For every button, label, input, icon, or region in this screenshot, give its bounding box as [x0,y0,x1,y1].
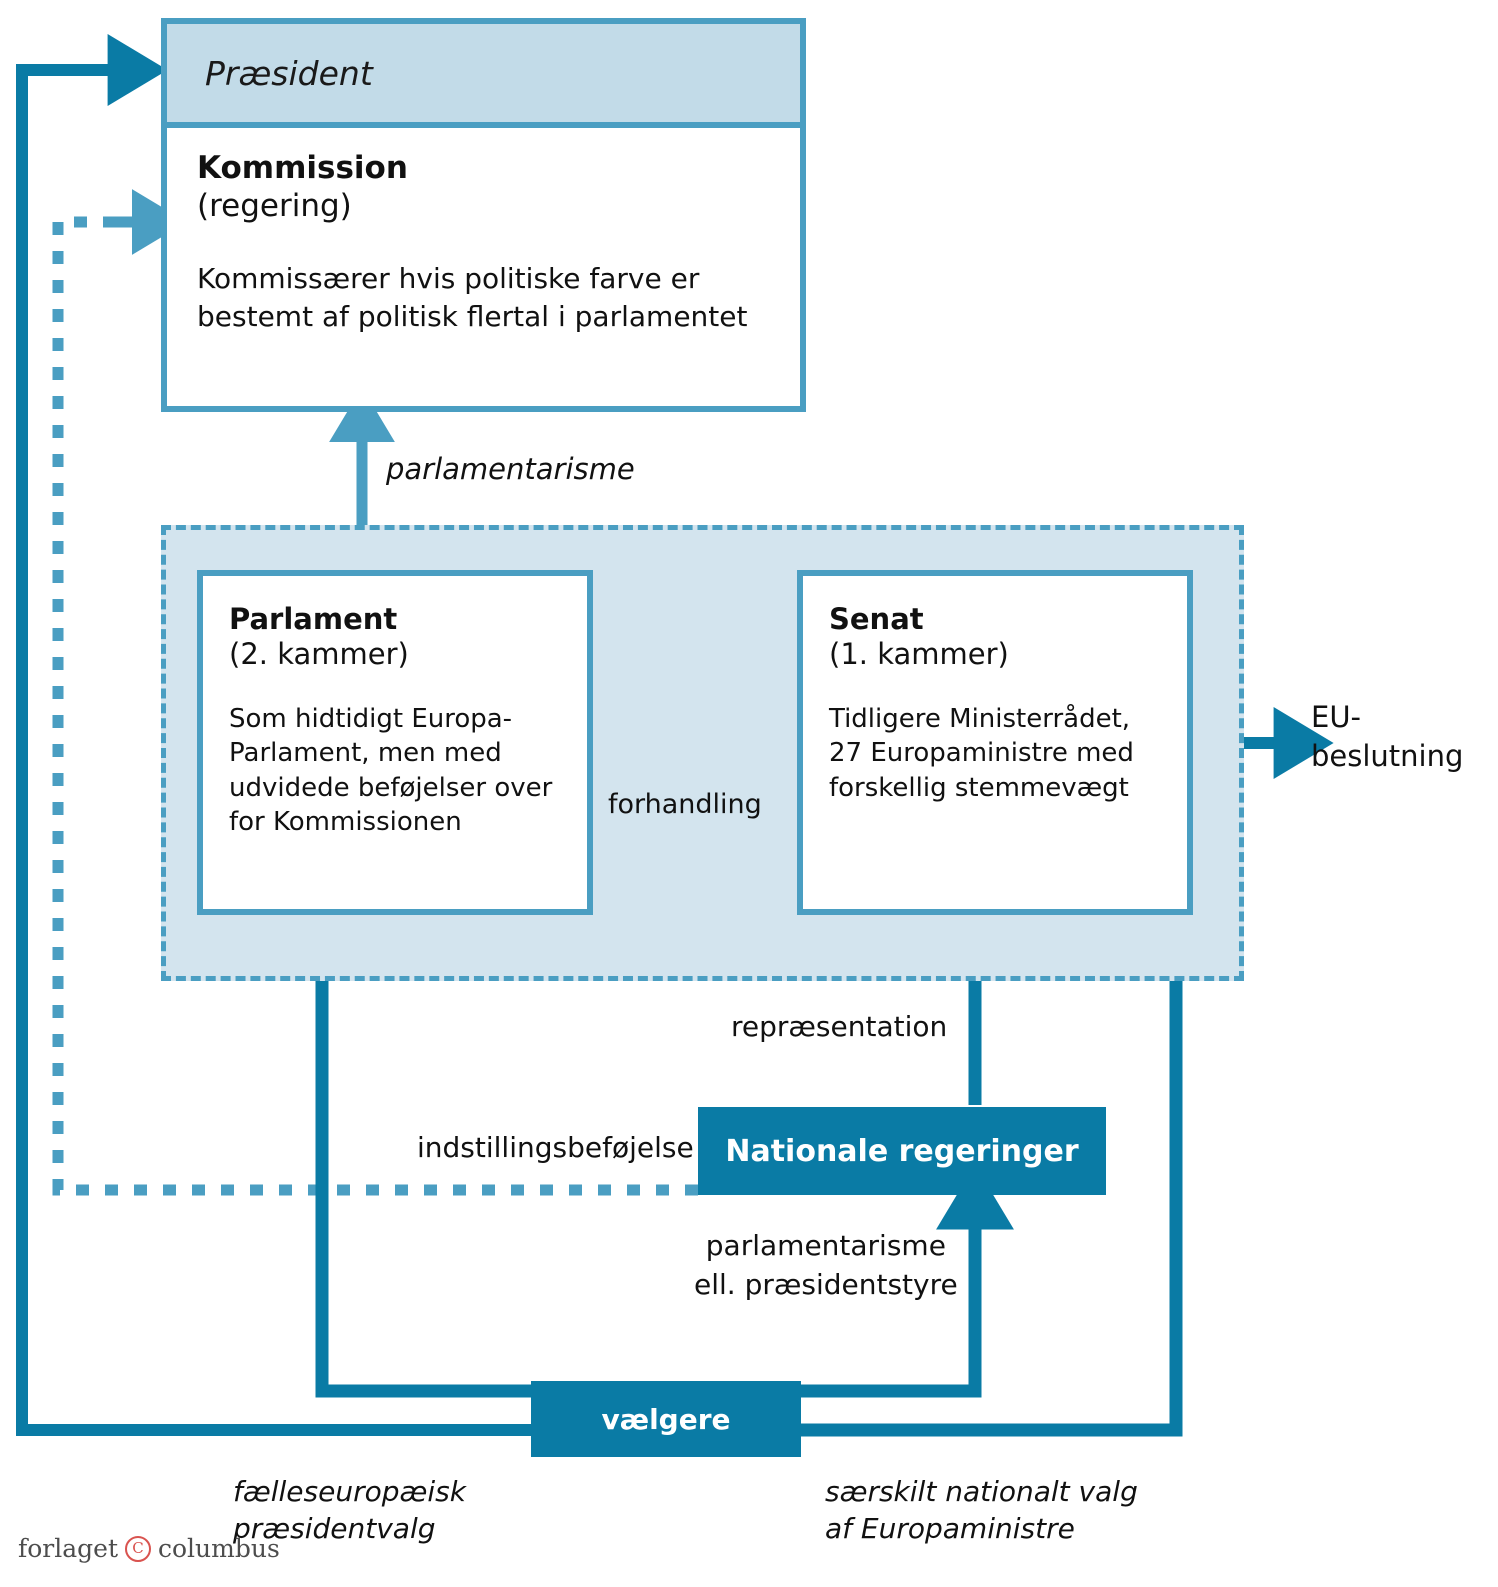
praesident-label: Præsident [205,53,373,93]
nationale-regeringer-box: Nationale regeringer [698,1107,1106,1195]
senat-subtitle: (1. kammer) [829,636,1009,671]
kommission-body: Kommission (regering) Kommissærer hvis p… [167,128,800,337]
label-parlamentarisme-ell-praesidentstyre: parlamentarisme ell. præsidentstyre [694,1229,958,1301]
label-saerskilt-nationalt-valg: særskilt nationalt valg af Europaministr… [825,1475,1138,1546]
copyright-icon: C [125,1535,151,1562]
publisher-logo: forlaget C columbus [18,1534,280,1563]
parlament-title: Parlament [229,602,398,636]
publisher-word-left: forlaget [18,1534,118,1563]
praesident-header: Præsident [167,24,800,128]
publisher-word-right: columbus [158,1534,280,1563]
kommission-box: Præsident Kommission (regering) Kommissæ… [161,18,806,412]
senat-description: Tidligere Ministerrådet, 27 Europaminist… [829,703,1134,803]
vaelgere-label: vælgere [601,1402,731,1436]
kommission-title: Kommission [197,150,408,186]
vaelgere-box: vælgere [531,1381,801,1457]
senat-title: Senat [829,602,924,636]
wire-vaelgere-to-parlament [283,882,531,1398]
label-parlamentarisme-top: parlamentarisme [386,452,635,486]
kommission-subtitle: (regering) [197,187,352,224]
parlament-subtitle: (2. kammer) [229,636,409,671]
senat-box: Senat (1. kammer) Tidligere Ministerråde… [797,570,1193,915]
kommission-description: Kommissærer hvis politiske farve er best… [197,261,748,334]
label-eu-beslutning: EU- beslutning [1311,700,1464,773]
label-repraesentation: repræsentation [731,1010,948,1043]
label-forhandling: forhandling [608,789,762,820]
parlament-description: Som hidtidigt Europa-Parlament, men med … [229,703,553,838]
parlament-box: Parlament (2. kammer) Som hidtidigt Euro… [197,570,593,915]
nationale-regeringer-label: Nationale regeringer [725,1133,1079,1169]
label-faelleseuropaeisk-praesidentvalg: fælleseuropæisk præsidentvalg [233,1475,466,1546]
label-indstillingsbefoejelse: indstillingsbeføjelse [417,1131,694,1164]
